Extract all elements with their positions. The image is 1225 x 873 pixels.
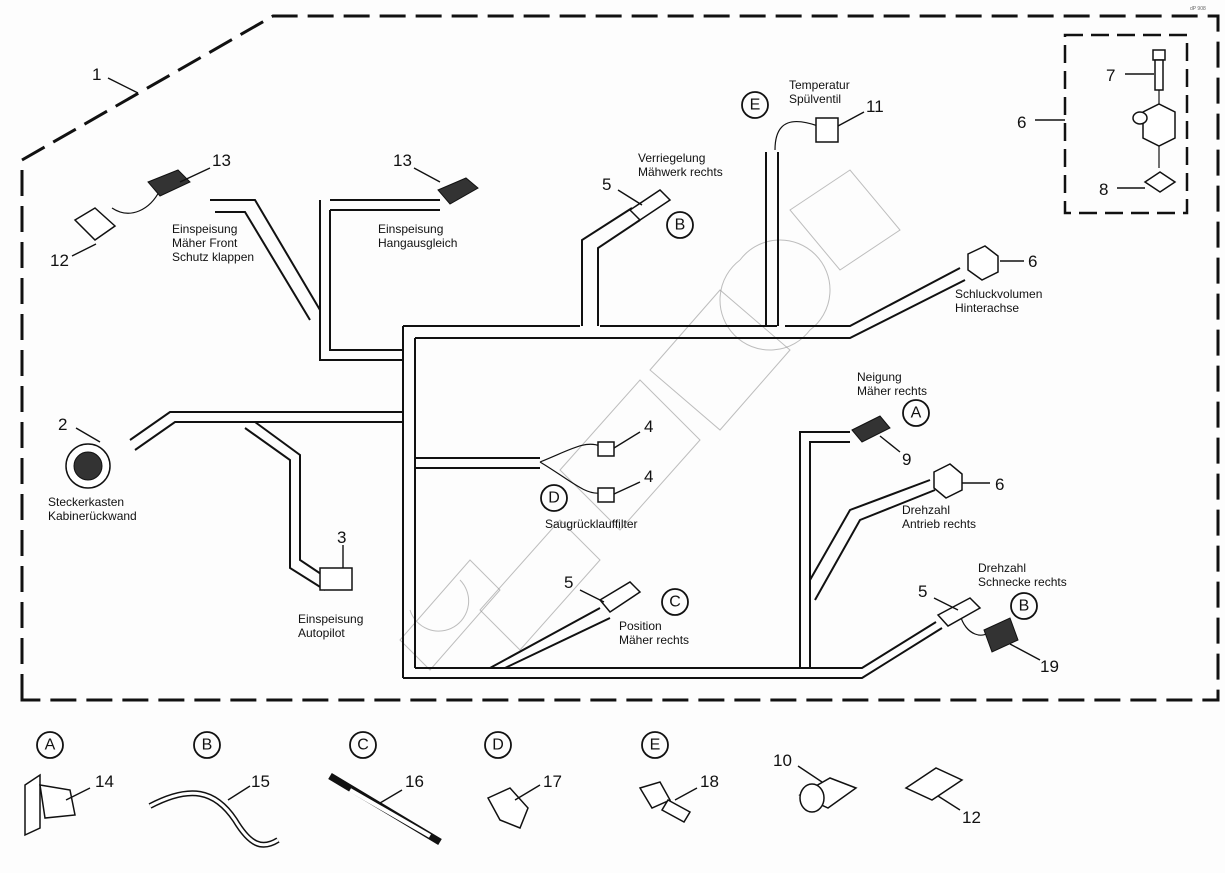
callout-18: 18: [700, 772, 719, 791]
svg-text:B: B: [202, 737, 213, 754]
ref-B-schnecke: B: [1010, 592, 1038, 620]
svg-text:D: D: [492, 737, 504, 754]
valve-plug-6-schluck-icon: [967, 245, 999, 281]
round-connector-2-icon: [65, 443, 111, 489]
callout-5-schnecke: 5: [918, 582, 927, 601]
variant-C: C 16: [328, 731, 442, 846]
callout-9: 9: [902, 450, 911, 469]
variant-D: D 17: [484, 731, 562, 829]
callout-11: 11: [866, 97, 884, 116]
corner-code: dP 908: [1190, 6, 1206, 12]
callout-15: 15: [251, 772, 270, 791]
bolt-icon: [1152, 49, 1166, 108]
connector-9-icon: [851, 415, 891, 443]
callout-17: 17: [543, 772, 562, 791]
label-drehzahl-schnecke: Drehzahl Schnecke rechts: [978, 561, 1067, 589]
connector-5-schnecke-icon: [936, 597, 982, 627]
watermark: [399, 169, 901, 671]
label-schluckvolumen: Schluckvolumen Hinterachse: [955, 287, 1046, 315]
connector-11-icon: [815, 117, 839, 143]
label-temperatur: Temperatur Spülventil: [789, 78, 853, 106]
leader-1: [107, 77, 139, 94]
label-drehzahl-antrieb: Drehzahl Antrieb rechts: [902, 503, 976, 531]
variant-E: E 18: [638, 731, 719, 824]
connector-12-icon: [73, 207, 117, 241]
valve-plug-6-drehzahl-icon: [933, 463, 963, 499]
connector-5-position-icon: [598, 581, 642, 613]
label-saugfilter: Saugrücklauffilter: [545, 517, 638, 531]
ref-B-verriegelung: B: [666, 211, 694, 239]
kit-boundary: [1063, 33, 1189, 215]
callout-12-spare: 12: [962, 808, 981, 827]
ref-E-main: E: [741, 91, 769, 119]
ref-C-position: C: [661, 588, 689, 616]
connector-4-icon: [597, 441, 615, 503]
ref-D-saugfilter: D: [540, 484, 568, 512]
callout-6-drehzahl: 6: [995, 475, 1004, 494]
harness-trunk: [129, 152, 966, 679]
label-position: Position Mäher rechts: [619, 619, 689, 647]
callout-13-hang: 13: [393, 151, 412, 170]
label-steckerkasten: Steckerkasten Kabinerückwand: [48, 495, 137, 523]
variant-A: A 14: [24, 731, 114, 837]
ref-A-neigung: A: [902, 399, 930, 427]
seal-icon: [1143, 171, 1177, 193]
svg-text:A: A: [45, 737, 56, 754]
label-hangausgleich: Einspeisung Hangausgleich: [378, 222, 457, 250]
callout-16: 16: [405, 772, 424, 791]
callout-5-position: 5: [564, 573, 573, 592]
label-verriegelung: Verriegelung Mähwerk rechts: [638, 151, 723, 179]
callout-3: 3: [337, 528, 346, 547]
label-einspeisung-front: Einspeisung Mäher Front Schutz klappen: [172, 222, 254, 264]
callout-6-kit: 6: [1017, 113, 1026, 132]
assembly-boundary: [20, 14, 1220, 702]
callout-19: 19: [1040, 657, 1059, 676]
callout-12-main: 12: [50, 251, 69, 270]
svg-text:C: C: [669, 594, 681, 611]
callout-13-front: 13: [212, 151, 231, 170]
label-autopilot: Einspeisung Autopilot: [298, 612, 367, 640]
svg-text:B: B: [675, 217, 686, 234]
callout-6-schluck: 6: [1028, 252, 1037, 271]
callout-1: 1: [92, 65, 101, 84]
callout-8: 8: [1099, 180, 1108, 199]
connector-13-front-icon: [147, 169, 191, 197]
svg-text:C: C: [357, 737, 369, 754]
connector-19-icon: [983, 617, 1019, 653]
svg-text:B: B: [1019, 598, 1030, 615]
callout-2: 2: [58, 415, 67, 434]
connector-3-icon: [319, 567, 353, 591]
callout-5-verriegelung: 5: [602, 175, 611, 194]
svg-text:E: E: [750, 97, 761, 114]
connector-13-hang-icon: [437, 177, 479, 205]
callout-7: 7: [1106, 66, 1115, 85]
connector-5-verriegelung-icon: [628, 189, 672, 221]
svg-text:E: E: [650, 737, 661, 754]
svg-text:D: D: [548, 490, 560, 507]
connector-12-spare: 12: [904, 767, 981, 827]
label-neigung: Neigung Mäher rechts: [857, 370, 927, 398]
valve-plug-icon: [1132, 103, 1176, 168]
svg-text:A: A: [911, 405, 922, 422]
connector-10-spare: 10: [773, 751, 858, 813]
callout-4-bottom: 4: [644, 467, 653, 486]
callout-10: 10: [773, 751, 792, 770]
variant-B: B 15: [148, 731, 280, 848]
callout-4-top: 4: [644, 417, 653, 436]
callout-14: 14: [95, 772, 114, 791]
